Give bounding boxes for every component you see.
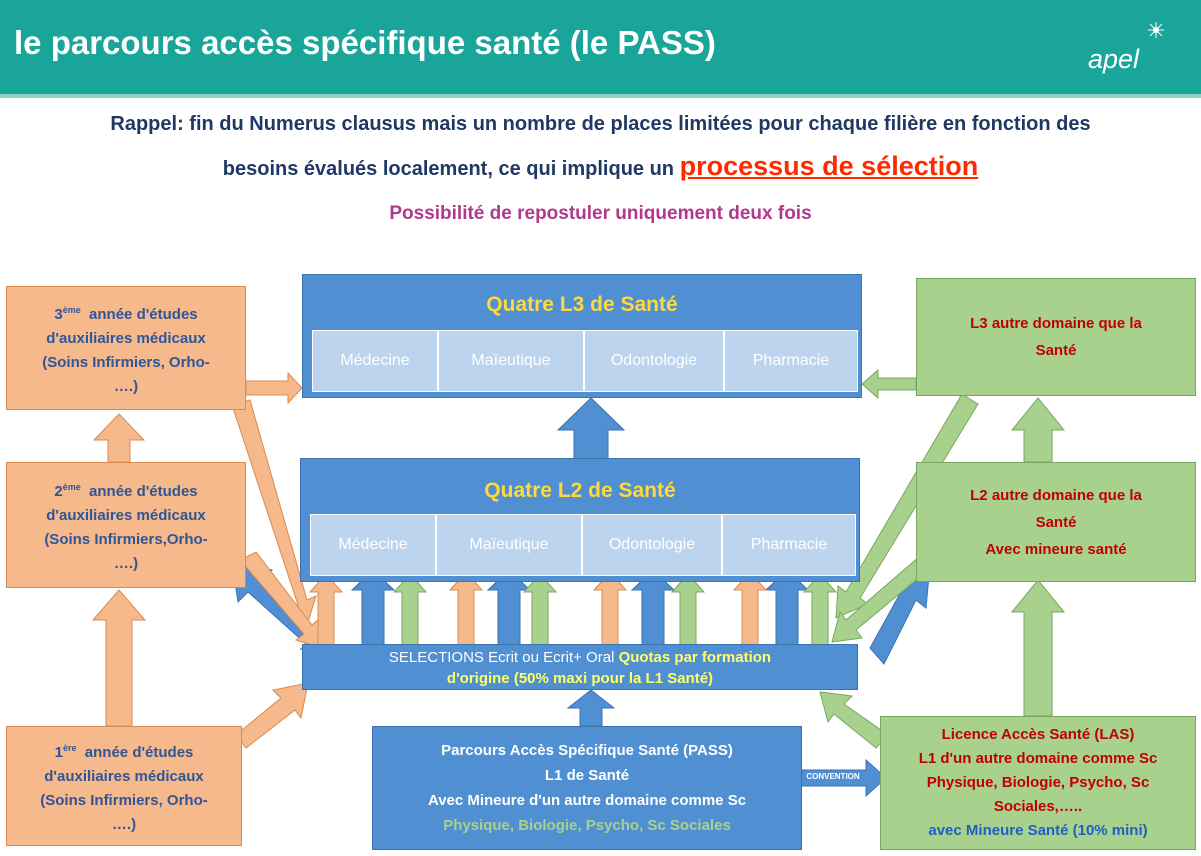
aux1-line1-text: année d'études: [84, 743, 194, 761]
l3-cell-odontologie: Odontologie: [584, 330, 724, 392]
aux2-line2: d'auxiliaires médicaux: [46, 506, 206, 524]
l2-sante-title: Quatre L2 de Santé: [484, 479, 676, 502]
l3-sante-title: Quatre L3 de Santé: [486, 293, 678, 316]
las-line3: Physique, Biologie, Psycho, Sc: [926, 774, 1150, 791]
l2-cell-maieutique: Maïeutique: [436, 514, 582, 576]
arrow-aux1-to-sel: [235, 682, 309, 749]
aux3-line4: ….): [113, 377, 139, 395]
intro-line-2-text: besoins évalués localement, ce qui impli…: [222, 158, 675, 180]
pass-line4: Physique, Biologie, Psycho, Sc Sociales: [443, 817, 731, 834]
l2-cell-pharmacie: Pharmacie: [722, 514, 856, 576]
arrow-sel-to-l2-g3: [670, 573, 706, 646]
selections-quota2: d'origine (50% maxi pour la L1 Santé): [446, 670, 714, 687]
arrow-sel-to-l2-o4: [732, 571, 768, 646]
arrow-sel-to-l2-o1: [308, 573, 344, 646]
selection-process-highlight: processus de sélection: [679, 151, 979, 181]
arrow-aux3-to-l3: [245, 371, 303, 405]
l2-cell-medecine: Médecine: [310, 514, 436, 576]
l3-cell-pharmacie: Pharmacie: [724, 330, 858, 392]
selections-box: SELECTIONS Ecrit ou Ecrit+ Oral Quotas p…: [302, 644, 858, 690]
l2-autre-line2: Santé: [1035, 513, 1077, 531]
arrow-pass-to-selections: [566, 689, 616, 727]
arrow-sel-to-l2-g1: [392, 573, 428, 646]
las-line5: avec Mineure Santé (10% mini): [928, 822, 1148, 839]
l3-cell-maieutique: Maïeutique: [438, 330, 584, 392]
pass-box: Parcours Accès Spécifique Santé (PASS) L…: [372, 726, 802, 850]
selections-quota1: Quotas par formation: [618, 649, 772, 666]
arrow-l2-to-l3: [556, 397, 626, 461]
arrow-l3autre-to-l3: [861, 368, 917, 400]
aux3-line2: d'auxiliaires médicaux: [46, 329, 206, 347]
intro-line-2: besoins évalués localement, ce qui impli…: [0, 151, 1201, 182]
aux2-line3: (Soins Infirmiers,Orho-: [44, 530, 208, 548]
aux1-line4: ….): [111, 815, 137, 833]
l2-autre-line1: L2 autre domaine que la: [970, 486, 1142, 504]
aux-year-1-box: 1ère année d'études d'auxiliaires médica…: [6, 726, 242, 846]
aux1-line1: 1ère année d'études: [55, 736, 194, 765]
pass-line3: Avec Mineure d'un autre domaine comme Sc: [427, 792, 747, 809]
pass-line2: L1 de Santé: [544, 767, 630, 784]
aux1-line2: d'auxiliaires médicaux: [44, 767, 204, 785]
las-line2: L1 d'un autre domaine comme Sc: [918, 750, 1158, 767]
aux3-suffix: ème: [62, 304, 81, 315]
aux2-line1: 2ème année d'études: [54, 475, 197, 504]
aux1-suffix: ère: [62, 742, 77, 753]
arrow-las-to-l2autre: [1010, 579, 1066, 717]
selections-text: SELECTIONS Ecrit ou Ecrit+ Oral: [388, 649, 615, 666]
las-box: Licence Accès Santé (LAS) L1 d'un autre …: [880, 716, 1196, 850]
aux-year-2-box: 2ème année d'études d'auxiliaires médica…: [6, 462, 246, 588]
aux1-line3: (Soins Infirmiers, Orho-: [40, 791, 208, 809]
l2-autre-domaine-box: L2 autre domaine que la Santé Avec mineu…: [916, 462, 1196, 582]
l2-autre-line3: Avec mineure santé: [985, 540, 1127, 558]
l3-autre-line2: Santé: [1035, 342, 1077, 359]
apel-logo: apel: [1088, 44, 1140, 74]
arrow-l2autre-to-l3autre: [1010, 397, 1066, 463]
dandelion-icon: [1148, 22, 1164, 38]
aux2-suffix: ème: [62, 481, 81, 492]
arrow-sel-to-l2-o2: [448, 571, 484, 646]
aux3-line1: 3ème année d'études: [54, 298, 197, 327]
aux2-ordinal: 2: [54, 482, 63, 500]
aux2-line1-text: année d'études: [89, 482, 198, 500]
l2-cell-odontologie: Odontologie: [582, 514, 722, 576]
aux-year-3-box: 3ème année d'études d'auxiliaires médica…: [6, 286, 246, 410]
las-line1: Licence Accès Santé (LAS): [941, 726, 1135, 743]
intro-line-1: Rappel: fin du Numerus clausus mais un n…: [110, 113, 1091, 135]
arrow-aux1-to-aux2: [91, 589, 147, 727]
aux3-ordinal: 3: [54, 305, 63, 323]
aux2-line4: ….): [113, 554, 139, 572]
arrow-aux2-to-aux3: [92, 413, 146, 463]
header-bar: [0, 0, 1201, 98]
arrow-sel-to-l2-o3: [592, 571, 628, 646]
l3-autre-line1: L3 autre domaine que la: [970, 315, 1142, 332]
convention-label: CONVENTION: [806, 772, 860, 781]
l3-cell-medecine: Médecine: [312, 330, 438, 392]
aux3-line3: (Soins Infirmiers, Orho-: [42, 353, 210, 371]
l3-autre-domaine-box: L3 autre domaine que la Santé: [916, 278, 1196, 396]
selections-line1: SELECTIONS Ecrit ou Ecrit+ Oral Quotas p…: [303, 647, 857, 668]
aux3-line1-text: année d'études: [89, 305, 198, 323]
arrow-las-to-sel: [819, 691, 889, 749]
las-line4: Sociales,…..: [993, 798, 1083, 815]
pass-line1: Parcours Accès Spécifique Santé (PASS): [441, 742, 733, 759]
aux1-ordinal: 1: [54, 743, 63, 761]
arrow-sel-to-l2-g4: [802, 573, 838, 646]
intro-line-3: Possibilité de repostuler uniquement deu…: [389, 203, 812, 224]
page-title: le parcours accès spécifique santé (le P…: [14, 24, 716, 61]
arrow-sel-to-l2-g2: [522, 573, 558, 646]
